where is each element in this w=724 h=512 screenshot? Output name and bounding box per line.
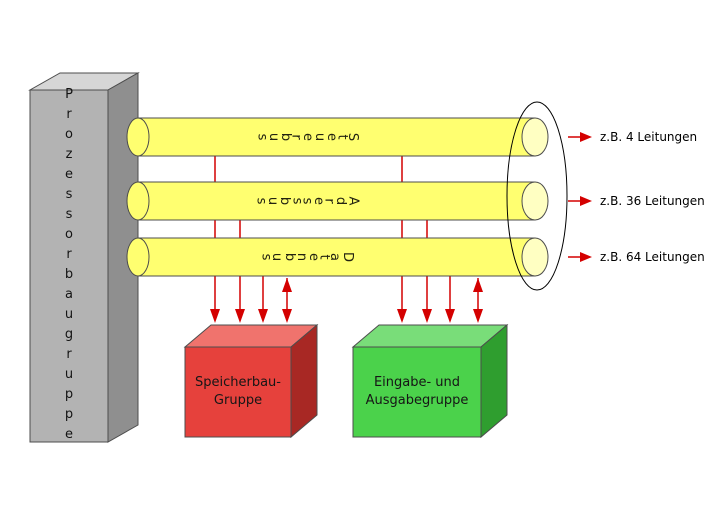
processor-box-front-face	[29, 89, 109, 443]
arrow-up-icon	[282, 278, 292, 292]
memory-box-label-line1: Speicherbau-	[195, 375, 281, 391]
control-bus-body	[137, 117, 536, 157]
processor-label: Prozessorbaugruppe	[30, 87, 108, 447]
bus-connector-lines	[214, 137, 479, 318]
io-box	[351, 323, 509, 439]
annotation-arrows	[568, 132, 592, 262]
memory-box-label: Speicherbau- Gruppe	[185, 347, 291, 437]
arrow-right-icon	[580, 196, 592, 206]
control-bus-left-cap	[126, 117, 150, 157]
arrow-up-icon	[473, 278, 483, 292]
memory-box-front-face	[184, 346, 292, 438]
arrow-down-icon	[282, 309, 292, 323]
memory-box	[183, 323, 319, 439]
address-bus-right-cap	[521, 181, 549, 221]
control-bus-right-cap	[521, 117, 549, 157]
annotation-arrowheads	[580, 132, 592, 262]
io-box-top-face	[351, 324, 509, 348]
io-box-front-face	[352, 346, 482, 438]
bus-label-char: s	[253, 197, 269, 205]
processor-label-text: Prozessorbaugruppe	[61, 87, 77, 447]
arrow-right-icon	[580, 252, 592, 262]
address-bus-body	[137, 181, 536, 221]
data-bus-body	[137, 237, 536, 277]
address-bus-cylinder	[126, 181, 549, 221]
data-bus-right-cap	[521, 237, 549, 277]
arrow-right-icon	[580, 132, 592, 142]
io-box-label-line1: Eingabe- und	[373, 375, 461, 391]
data-bus-annotation: z.B. 64 Leitungen	[600, 250, 705, 264]
io-box-label: Eingabe- und Ausgabegruppe	[353, 347, 481, 437]
bus-group-ellipse	[506, 101, 568, 291]
data-bus-left-cap	[126, 237, 150, 277]
arrow-down-icon	[473, 309, 483, 323]
data-bus-cylinder	[126, 237, 549, 277]
arrow-down-icon	[235, 309, 245, 323]
bus-label-char: s	[258, 253, 274, 261]
arrow-down-icon	[210, 309, 220, 323]
down-arrowheads	[210, 278, 483, 323]
io-box-label-line2: Ausgabegruppe	[365, 393, 469, 408]
arrow-down-icon	[422, 309, 432, 323]
address-bus-left-cap	[126, 181, 150, 221]
control-bus-annotation: z.B. 4 Leitungen	[600, 130, 698, 144]
bus-label-char: s	[254, 133, 270, 141]
arrow-down-icon	[258, 309, 268, 323]
control-bus-cylinder	[126, 117, 549, 157]
processor-box	[28, 72, 140, 443]
memory-box-label-line2: Gruppe	[213, 393, 263, 408]
arrow-down-icon	[397, 309, 407, 323]
arrow-down-icon	[445, 309, 455, 323]
annotation-arrow-lines	[568, 136, 580, 258]
address-bus-annotation: z.B. 36 Leitungen	[600, 194, 705, 208]
